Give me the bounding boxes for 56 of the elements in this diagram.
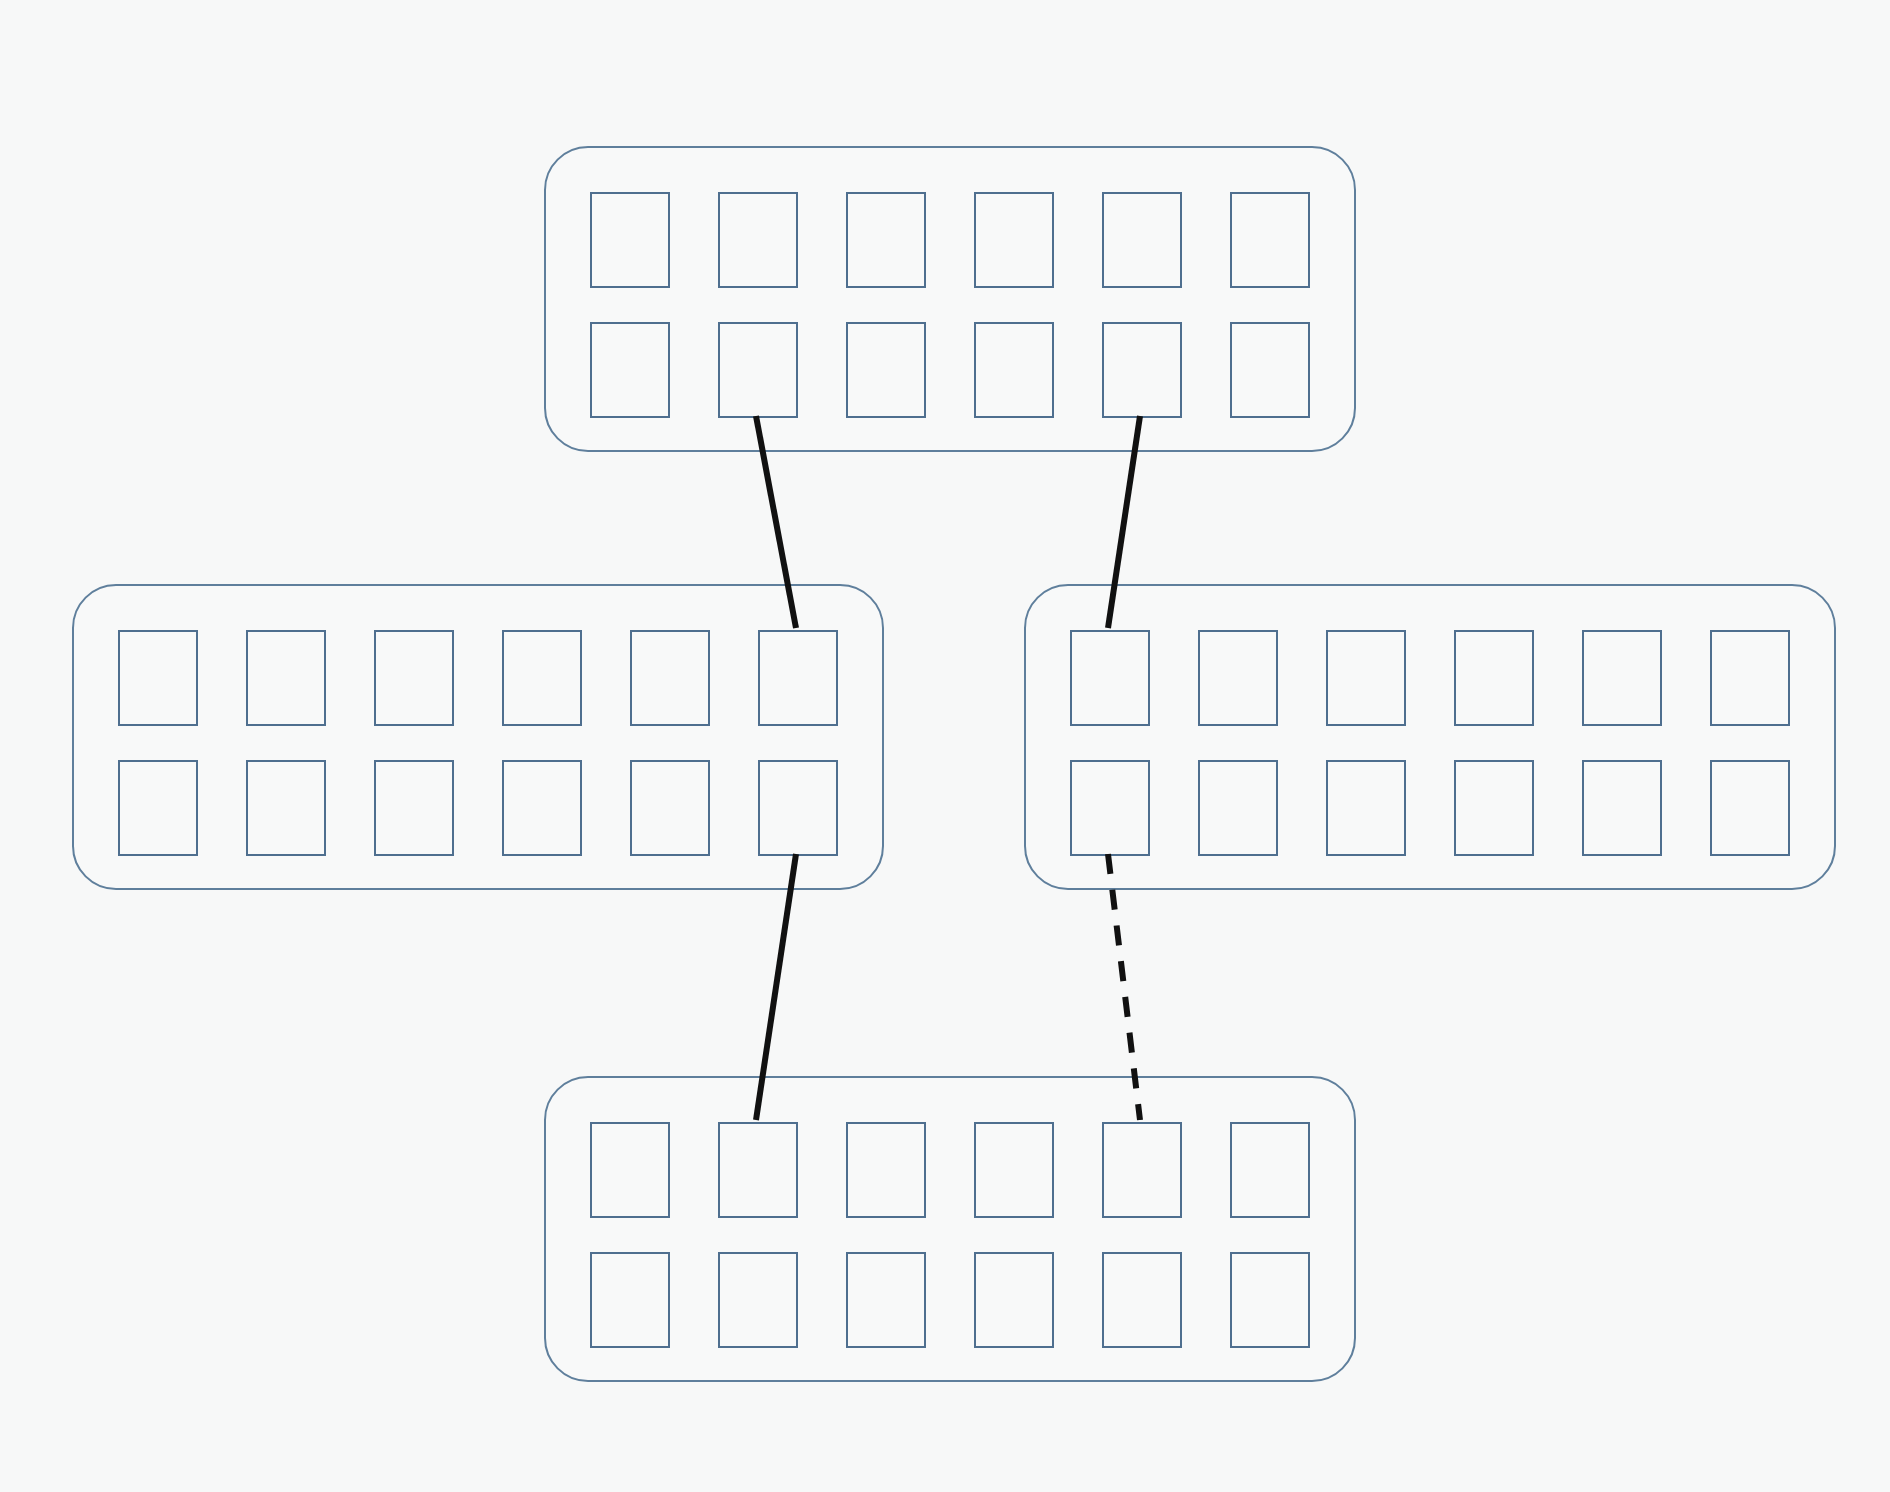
square-cell xyxy=(1710,630,1790,726)
square-cell xyxy=(974,322,1054,418)
square-cell xyxy=(1198,760,1278,856)
square-cell xyxy=(1582,630,1662,726)
square-cell xyxy=(974,1252,1054,1348)
square-cell xyxy=(1102,1122,1182,1218)
square-cell xyxy=(1326,760,1406,856)
square-cell xyxy=(718,1122,798,1218)
square-cell xyxy=(1454,760,1534,856)
square-cell xyxy=(974,192,1054,288)
square-cell xyxy=(1582,760,1662,856)
square-cell xyxy=(758,630,838,726)
square-cell xyxy=(1230,192,1310,288)
rounded-panel xyxy=(72,584,884,890)
square-cell xyxy=(718,322,798,418)
square-cell xyxy=(1102,192,1182,288)
square-cell xyxy=(718,192,798,288)
square-cell xyxy=(502,630,582,726)
square-cell xyxy=(590,192,670,288)
square-cell xyxy=(846,322,926,418)
connector-line xyxy=(1105,853,1143,1121)
rounded-panel xyxy=(544,146,1356,452)
square-cell xyxy=(1454,630,1534,726)
square-cell xyxy=(846,1252,926,1348)
square-cell xyxy=(246,630,326,726)
square-cell xyxy=(1326,630,1406,726)
connector-line xyxy=(753,853,799,1121)
connector-line xyxy=(1105,415,1143,629)
square-cell xyxy=(1070,760,1150,856)
square-cell xyxy=(118,760,198,856)
connector-line xyxy=(753,415,799,629)
square-cell xyxy=(630,760,710,856)
rounded-panel xyxy=(544,1076,1356,1382)
square-cell xyxy=(590,1252,670,1348)
square-cell xyxy=(1198,630,1278,726)
square-cell xyxy=(374,760,454,856)
square-cell xyxy=(758,760,838,856)
square-cell xyxy=(630,630,710,726)
square-cell xyxy=(1710,760,1790,856)
square-cell xyxy=(1102,1252,1182,1348)
square-cell xyxy=(846,192,926,288)
square-cell xyxy=(590,322,670,418)
square-cell xyxy=(1230,322,1310,418)
square-cell xyxy=(374,630,454,726)
square-cell xyxy=(118,630,198,726)
square-cell xyxy=(846,1122,926,1218)
square-cell xyxy=(502,760,582,856)
rounded-panel xyxy=(1024,584,1836,890)
square-cell xyxy=(1230,1122,1310,1218)
square-cell xyxy=(246,760,326,856)
square-cell xyxy=(1230,1252,1310,1348)
square-cell xyxy=(1102,322,1182,418)
square-cell xyxy=(590,1122,670,1218)
square-cell xyxy=(974,1122,1054,1218)
square-cell xyxy=(1070,630,1150,726)
square-cell xyxy=(718,1252,798,1348)
